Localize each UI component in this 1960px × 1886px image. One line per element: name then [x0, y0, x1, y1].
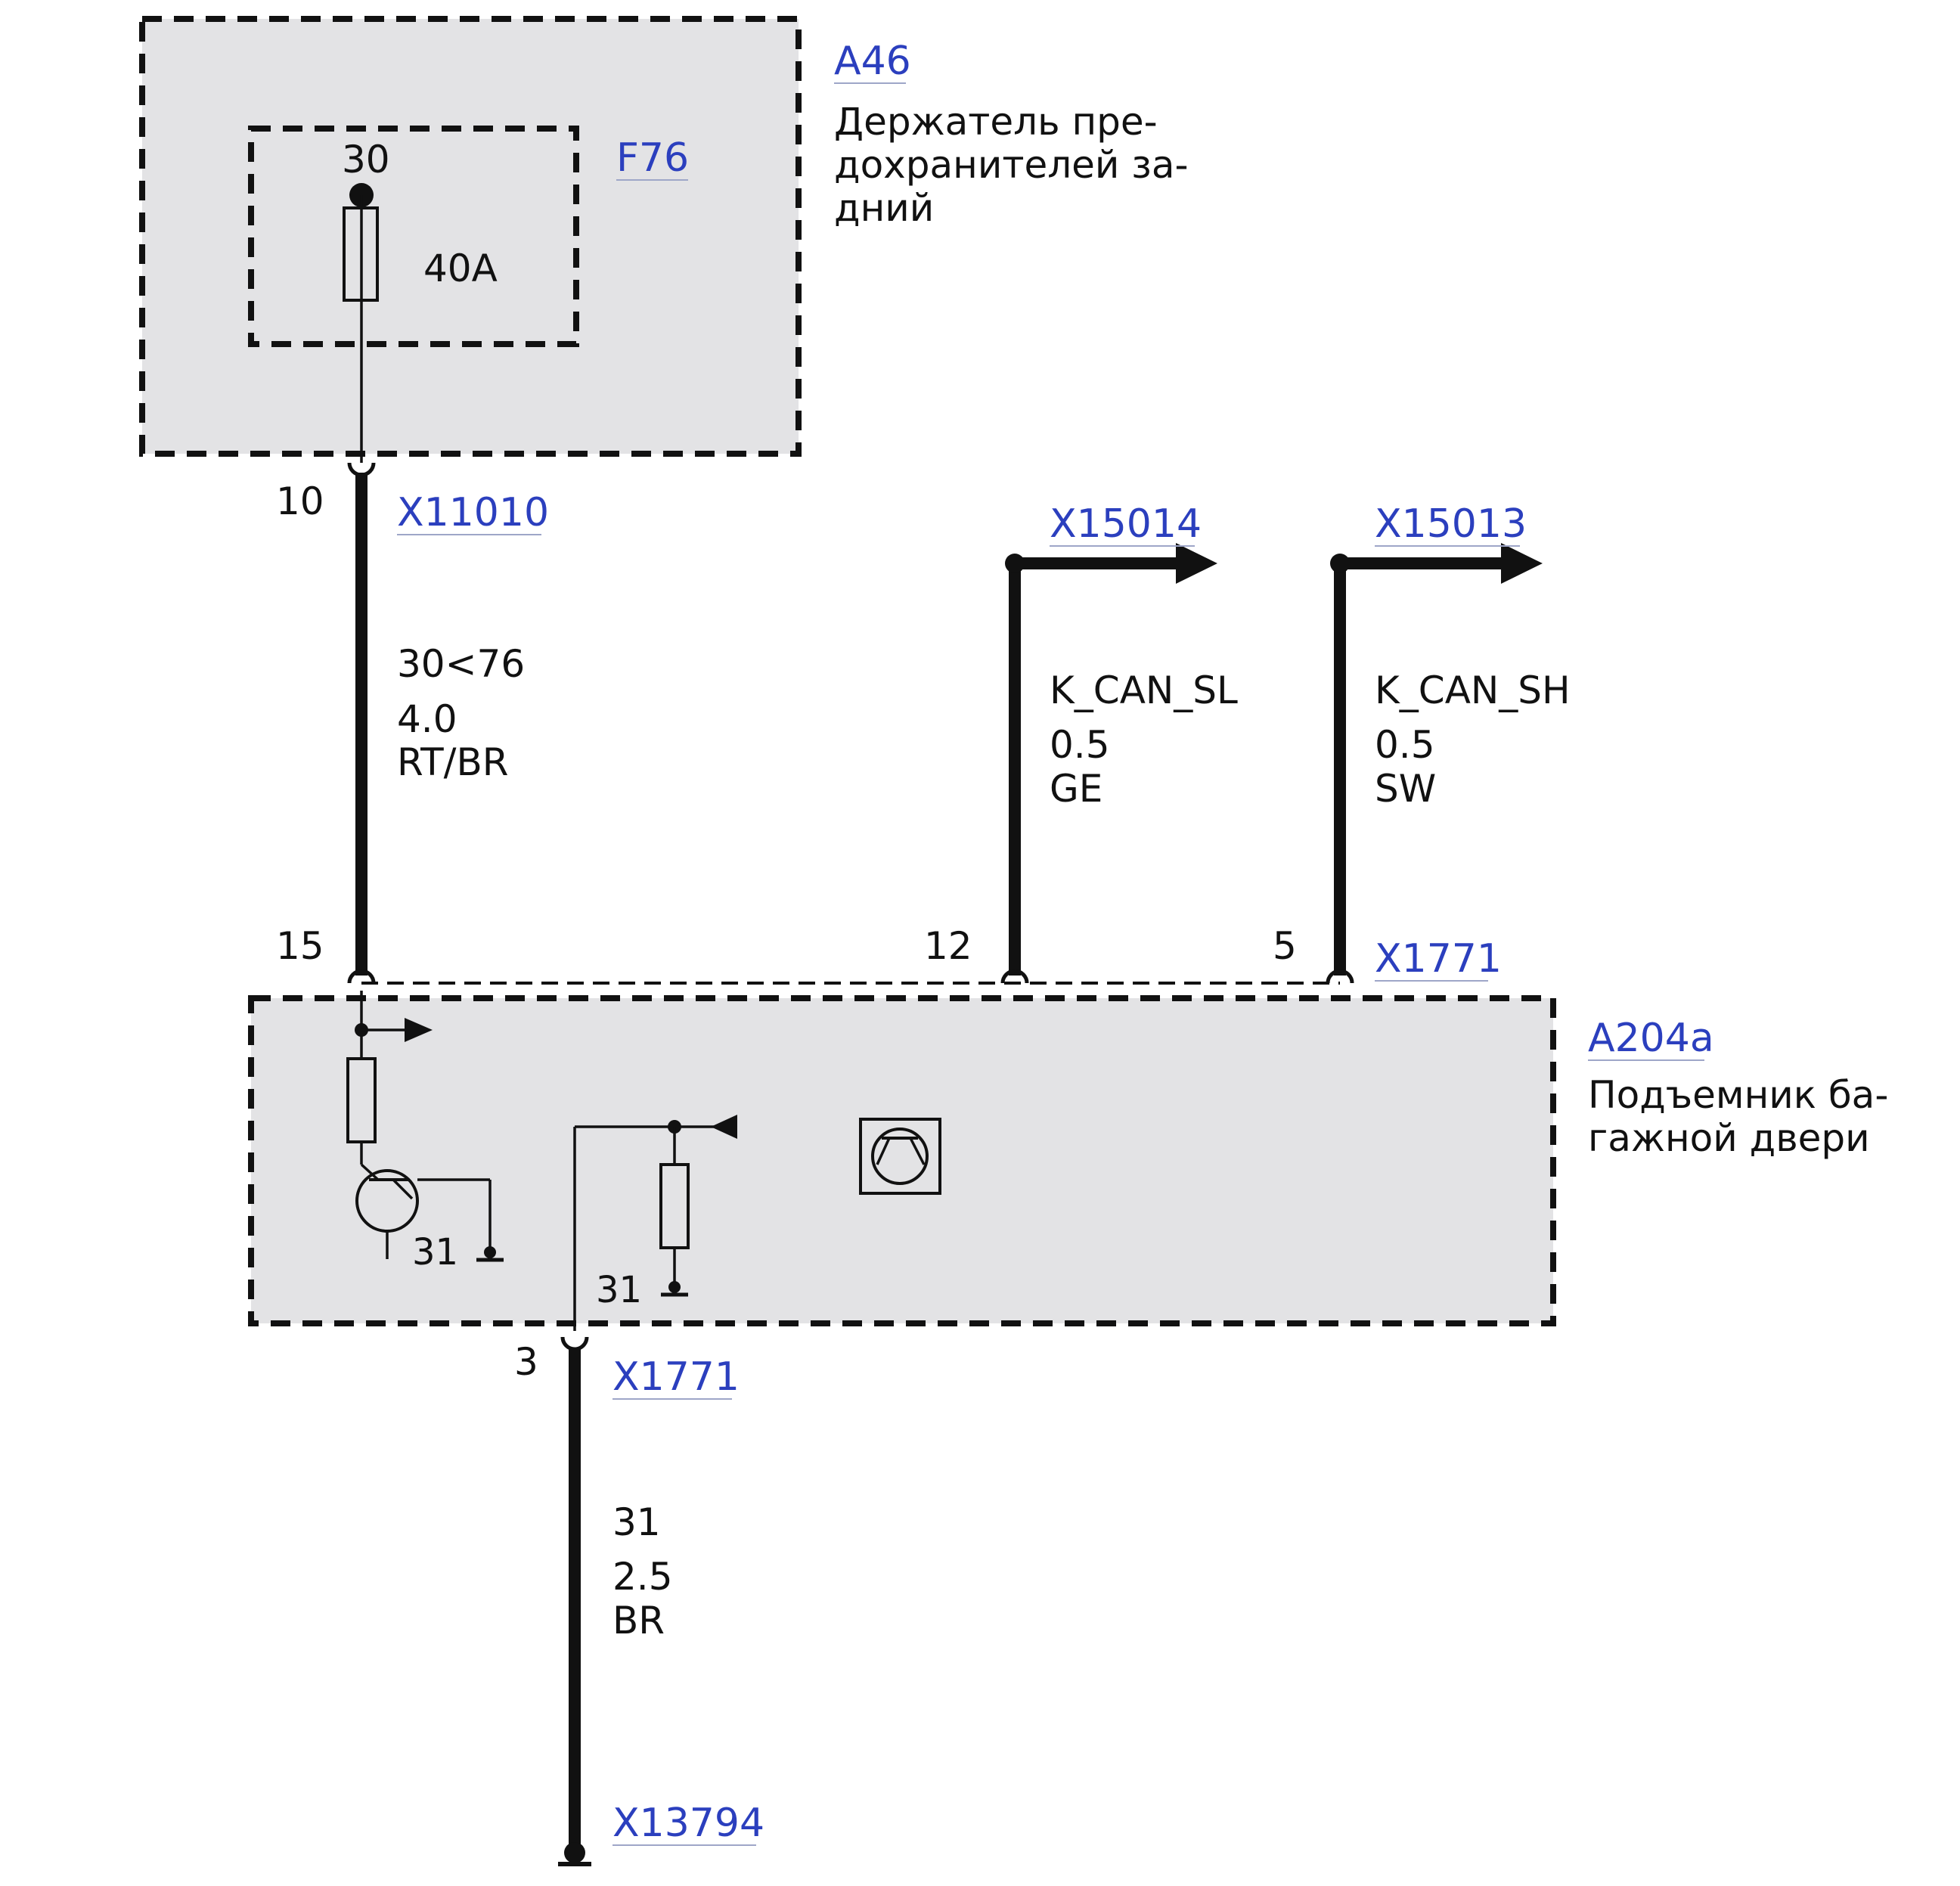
control-unit-transistor-icon [871, 1128, 929, 1185]
control-unit-collector [876, 1137, 891, 1165]
x11010-pin-label: 10 [276, 479, 324, 523]
x15013-ref: X15013 [1375, 501, 1527, 547]
x15013-link[interactable]: X15013 [1375, 501, 1527, 547]
f76-link[interactable]: F76 [616, 135, 689, 181]
control-unit-symbol [859, 1118, 941, 1195]
x1771-bottom-link[interactable]: X1771 [612, 1354, 740, 1400]
a46-box [139, 16, 802, 457]
transistor-emitter [392, 1178, 414, 1200]
x1771-pin12-label: 12 [924, 924, 972, 968]
a46-desc-line-3: дний [834, 186, 934, 230]
wire-k-can-sh-color: SW [1375, 767, 1436, 811]
fuse-pin-label: 30 [342, 138, 390, 181]
x1771-pin5-label: 5 [1273, 924, 1297, 968]
x1771-top-ref: X1771 [1375, 936, 1502, 982]
wire-k-can-sh-gauge: 0.5 [1375, 723, 1435, 767]
wire-k-can-sh-signal: K_CAN_SH [1375, 668, 1571, 712]
x11010-link[interactable]: X11010 [397, 490, 549, 535]
control-unit-emitter [909, 1137, 926, 1165]
ground-left-label: 31 [412, 1231, 458, 1273]
x1771-top-link[interactable]: X1771 [1375, 936, 1502, 982]
a204a-sense-arrow [405, 1018, 433, 1042]
fuse-rating-label: 40A [423, 247, 498, 290]
wire-31-gauge: 2.5 [612, 1555, 673, 1599]
x15013-arrow-head [1501, 543, 1543, 584]
wire-k-can-sl-signal: K_CAN_SL [1050, 668, 1238, 712]
wire-30-76-gauge: 4.0 [397, 697, 457, 741]
x1771-pin3-cup [560, 1336, 589, 1351]
x15014-link[interactable]: X15014 [1050, 501, 1202, 547]
x15014-ref: X15014 [1050, 501, 1202, 547]
x1771-pin15-cup [347, 969, 376, 984]
ground-right-label: 31 [596, 1269, 642, 1311]
a204a-desc-line-2: гажной двери [1588, 1116, 1870, 1160]
x13794-link[interactable]: X13794 [612, 1801, 764, 1846]
wire-k-can-sl-color: GE [1050, 767, 1102, 811]
x1771-bottom-ref: X1771 [612, 1354, 740, 1400]
a204a-ref: A204a [1588, 1016, 1714, 1061]
wire-k-can-sl-gauge: 0.5 [1050, 723, 1110, 767]
transistor-collector [360, 1163, 380, 1181]
x15014-arrow-head [1176, 543, 1217, 584]
wire-30-76-signal: 30<76 [397, 642, 525, 686]
x13794-ref: X13794 [612, 1801, 764, 1846]
a204a-desc-line-1: Подъемник ба- [1588, 1073, 1888, 1117]
a204a-link[interactable]: A204a [1588, 1016, 1714, 1061]
f76-ref: F76 [616, 135, 689, 181]
x11010-ref: X11010 [397, 490, 549, 535]
ground-right-dot [668, 1281, 681, 1293]
a204a-box [248, 995, 1556, 1326]
a46-desc-line-1: Держатель пре- [834, 100, 1158, 144]
a46-ref: A46 [834, 39, 911, 84]
f76-box [248, 126, 579, 347]
a46-link[interactable]: A46 [834, 39, 911, 84]
a204a-mid-arrow [711, 1115, 737, 1139]
ground-left-dot [484, 1246, 496, 1258]
a46-desc-line-2: дохранителей за- [834, 143, 1189, 187]
x1771-pin3-label: 3 [514, 1340, 538, 1384]
x1771-pin5-cup [1326, 969, 1354, 984]
wire-31-signal: 31 [612, 1500, 661, 1544]
x1771-pin15-label: 15 [276, 924, 324, 968]
x13794-ground-dot [564, 1842, 585, 1863]
wire-31-color: BR [612, 1599, 665, 1642]
x1771-pin12-cup [1000, 969, 1029, 984]
wire-30-76-color: RT/BR [397, 740, 509, 784]
